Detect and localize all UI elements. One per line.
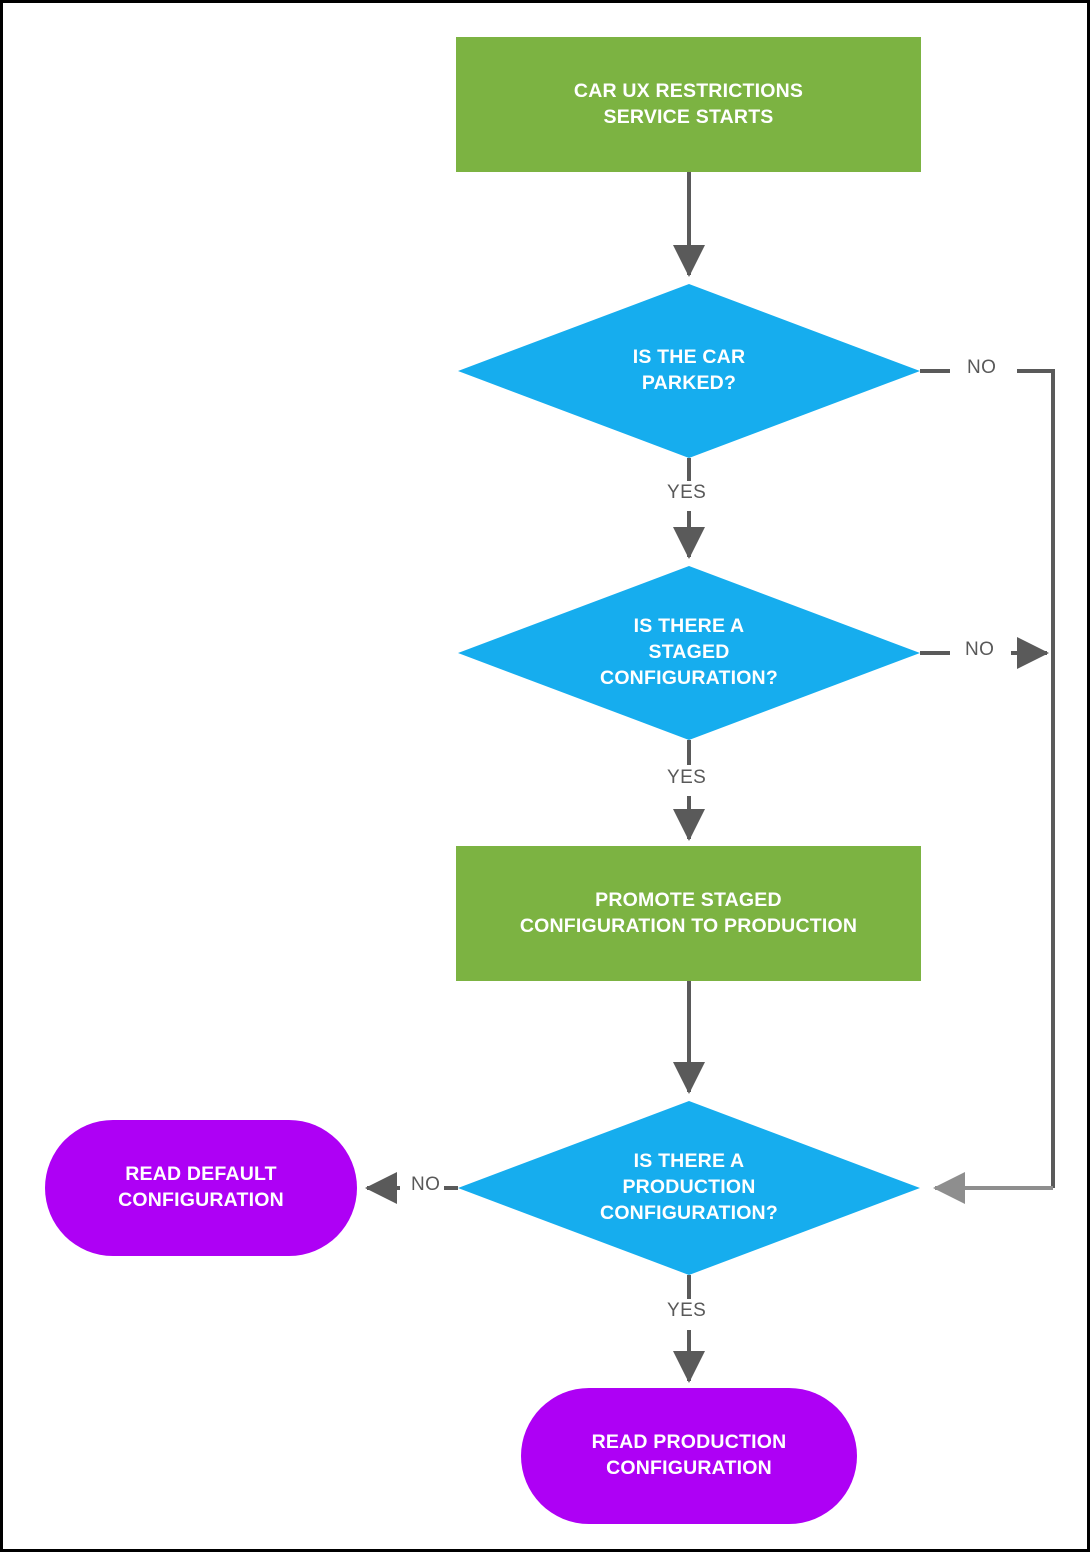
node-decision-car-parked-label: IS THE CAR PARKED? (632, 346, 746, 394)
node-decision-production-config[interactable]: IS THERE A PRODUCTION CONFIGURATION? (523, 1138, 855, 1238)
node-read-default-configuration[interactable]: READ DEFAULT CONFIGURATION (45, 1120, 357, 1256)
edge-label-car-parked-yes: YES (663, 482, 711, 504)
decision-shape-production-config[interactable] (458, 1101, 920, 1275)
node-decision-staged-config-label: IS THERE A STAGED CONFIGURATION? (600, 615, 778, 689)
node-service-start-label: CAR UX RESTRICTIONS SERVICE STARTS (573, 79, 804, 128)
node-read-default-configuration-label: READ DEFAULT CONFIGURATION (118, 1163, 284, 1211)
node-service-start[interactable]: CAR UX RESTRICTIONS SERVICE STARTS (456, 37, 921, 172)
edge-label-production-config-yes: YES (663, 1300, 711, 1322)
node-promote-staged-configuration-label: PROMOTE STAGED CONFIGURATION TO PRODUCTI… (519, 888, 858, 937)
decision-shape-staged-config[interactable] (458, 566, 920, 740)
node-decision-car-parked[interactable]: IS THE CAR PARKED? (543, 327, 835, 415)
node-read-production-configuration[interactable]: READ PRODUCTION CONFIGURATION (521, 1388, 857, 1524)
decision-shape-car-parked[interactable] (458, 284, 920, 458)
node-decision-staged-config[interactable]: IS THERE A STAGED CONFIGURATION? (523, 603, 855, 703)
edge-label-production-config-no: NO (407, 1174, 445, 1196)
node-promote-staged-configuration[interactable]: PROMOTE STAGED CONFIGURATION TO PRODUCTI… (456, 846, 921, 981)
edge-label-staged-config-no: NO (961, 639, 999, 661)
edge-label-staged-config-yes: YES (663, 767, 711, 789)
edge-car-parked-no-rail (1017, 369, 1055, 1188)
edge-label-car-parked-no: NO (963, 357, 1001, 379)
node-decision-production-config-label: IS THERE A PRODUCTION CONFIGURATION? (600, 1150, 778, 1224)
node-read-production-configuration-label: READ PRODUCTION CONFIGURATION (591, 1431, 787, 1479)
flowchart-edges-layer (365, 171, 1055, 1383)
